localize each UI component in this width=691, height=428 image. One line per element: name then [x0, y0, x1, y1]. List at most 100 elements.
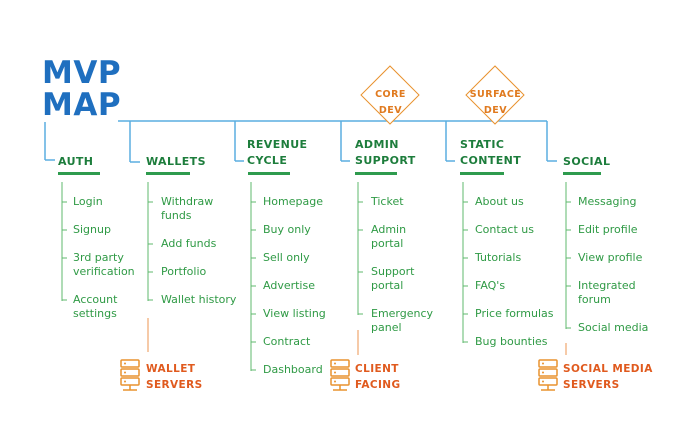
header-static-content: STATIC CONTENT [460, 137, 521, 169]
header-revenue-text-1: REVENUE [247, 138, 308, 151]
header-admin-text-2: SUPPORT [355, 154, 416, 167]
surface-dev-line1: SURFACE [469, 89, 522, 100]
item-add-funds: Add funds [161, 237, 216, 251]
title-line-1: MVP [42, 55, 122, 91]
item-view-profile: View profile [578, 251, 642, 265]
item-text: funds [161, 209, 192, 222]
server-label-social-media: SOCIAL MEDIA SERVERS [563, 361, 653, 393]
item-text: Contact us [475, 223, 534, 236]
surface-dev-label: SURFACE DEV [459, 87, 532, 119]
item-signup: Signup [73, 223, 111, 237]
core-dev-label: CORE DEV [359, 87, 422, 119]
item-view-listing: View listing [263, 307, 326, 321]
item-faqs: FAQ's [475, 279, 505, 293]
item-login: Login [73, 195, 103, 209]
item-text: Admin [371, 223, 407, 236]
item-text: Price formulas [475, 307, 554, 320]
item-text: Messaging [578, 195, 637, 208]
header-revenue-cycle: REVENUE CYCLE [247, 137, 307, 169]
header-static-underline [460, 172, 504, 175]
item-sell-only: Sell only [263, 251, 310, 265]
item-buy-only: Buy only [263, 223, 311, 237]
header-wallets: WALLETS [146, 154, 206, 170]
item-text: 3rd party [73, 251, 124, 264]
server-label-line2: SERVERS [146, 379, 203, 391]
header-wallets-text: WALLETS [146, 155, 206, 168]
item-dashboard: Dashboard [263, 363, 323, 377]
item-text: panel [371, 321, 402, 334]
header-auth-text: AUTH [58, 155, 94, 168]
item-text: Dashboard [263, 363, 323, 376]
item-portfolio: Portfolio [161, 265, 206, 279]
item-text: Advertise [263, 279, 315, 292]
item-contract: Contract [263, 335, 310, 349]
header-social: SOCIAL [563, 154, 610, 170]
item-text: Tutorials [475, 251, 522, 264]
item-text: forum [578, 293, 611, 306]
item-text: Portfolio [161, 265, 207, 278]
item-social-media: Social media [578, 321, 648, 335]
server-label-line2: SERVERS [563, 379, 620, 391]
server-icon [538, 359, 558, 391]
header-admin-support: ADMIN SUPPORT [355, 137, 416, 169]
header-revenue-underline [248, 172, 290, 175]
header-auth: AUTH [58, 154, 93, 170]
item-text: Signup [73, 223, 111, 236]
item-text: Contract [263, 335, 311, 348]
server-label-line1: WALLET [146, 363, 196, 375]
item-text: Buy only [263, 223, 311, 236]
item-contact-us: Contact us [475, 223, 534, 237]
item-text: View profile [578, 251, 643, 264]
header-revenue-text-2: CYCLE [247, 154, 288, 167]
server-label-line2: FACING [355, 379, 401, 391]
header-social-text: SOCIAL [563, 155, 611, 168]
item-bug-bounties: Bug bounties [475, 335, 548, 349]
core-dev-line1: CORE [375, 89, 406, 100]
item-text: Ticket [371, 195, 404, 208]
title-line-2: MAP [42, 87, 122, 123]
server-icon [120, 359, 140, 391]
item-text: settings [73, 307, 117, 320]
server-label-line1: CLIENT [355, 363, 399, 375]
item-text: View listing [263, 307, 326, 320]
item-text: About us [475, 195, 524, 208]
surface-dev-line2: DEV [483, 105, 508, 116]
item-tutorials: Tutorials [475, 251, 521, 265]
item-homepage: Homepage [263, 195, 323, 209]
item-text: Edit profile [578, 223, 638, 236]
item-advertise: Advertise [263, 279, 315, 293]
item-price-formulas: Price formulas [475, 307, 553, 321]
header-admin-underline [355, 172, 397, 175]
item-text: Account [73, 293, 118, 306]
item-text: FAQ's [475, 279, 506, 292]
item-about-us: About us [475, 195, 524, 209]
item-text: Add funds [161, 237, 217, 250]
item-edit-profile: Edit profile [578, 223, 638, 237]
item-text: Login [73, 195, 103, 208]
item-text: portal [371, 237, 404, 250]
item-text: portal [371, 279, 404, 292]
item-text: Sell only [263, 251, 310, 264]
item-text: Withdraw [161, 195, 214, 208]
item-text: Integrated [578, 279, 636, 292]
header-wallets-underline [146, 172, 190, 175]
header-social-underline [563, 172, 601, 175]
header-static-text-1: STATIC [460, 138, 505, 151]
core-dev-line2: DEV [378, 105, 403, 116]
item-text: Emergency [371, 307, 434, 320]
item-text: Social media [578, 321, 649, 334]
item-messaging: Messaging [578, 195, 636, 209]
item-text: Homepage [263, 195, 323, 208]
server-label-client: CLIENT FACING [355, 361, 401, 393]
item-ticket: Ticket [371, 195, 404, 209]
header-admin-text-1: ADMIN [355, 138, 399, 151]
item-text: Support [371, 265, 415, 278]
